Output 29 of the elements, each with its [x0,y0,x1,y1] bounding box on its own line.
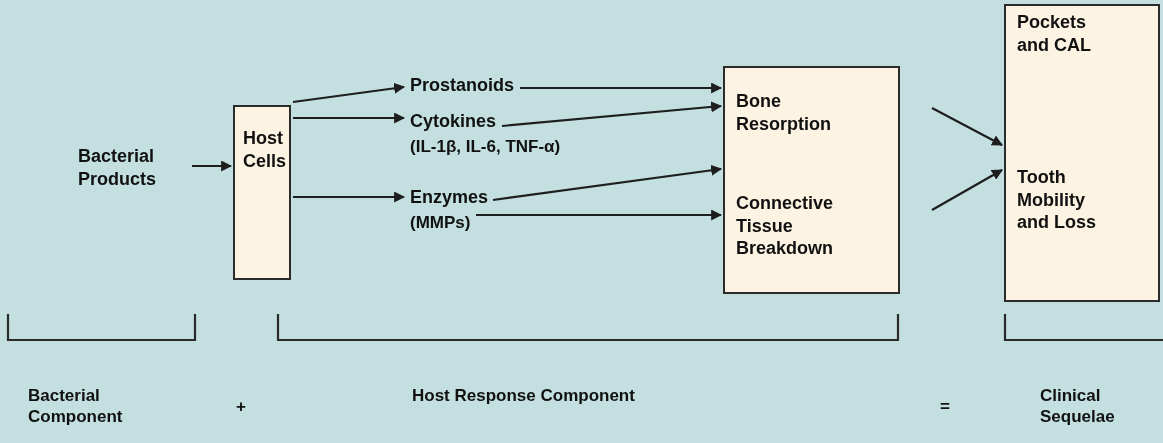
arrow [292,82,406,104]
node-text: Enzymes [410,186,490,209]
box-text: Tooth Mobility and Loss [1017,166,1097,234]
caption-label: = [940,396,951,418]
arrow [931,107,1003,146]
process-box [723,66,900,294]
caption-label: Clinical Sequelae [1040,385,1116,428]
box-text: Connective Tissue Breakdown [736,192,835,260]
node-text: (IL-1β, IL-6, TNF-α) [410,136,562,158]
caption-label: Bacterial Component [28,385,124,428]
node-text: Bacterial Products [78,145,157,190]
caption-label: Host Response Component [412,385,636,407]
arrow [931,169,1003,211]
caption-label: + [236,396,247,418]
node-text: Cytokines [410,110,498,133]
box-text: Host Cells [243,127,288,172]
box-text: Pockets and CAL [1017,11,1092,56]
process-box [1004,4,1160,302]
node-text: Prostanoids [410,74,516,97]
process-box [233,105,291,280]
arrow [476,209,723,221]
node-text: (MMPs) [410,212,472,234]
arrow [520,82,723,94]
arrow [501,101,723,128]
arrow [192,160,233,172]
arrow [293,112,406,124]
arrow [293,191,406,203]
arrow [492,164,723,202]
box-text: Bone Resorption [736,90,832,135]
